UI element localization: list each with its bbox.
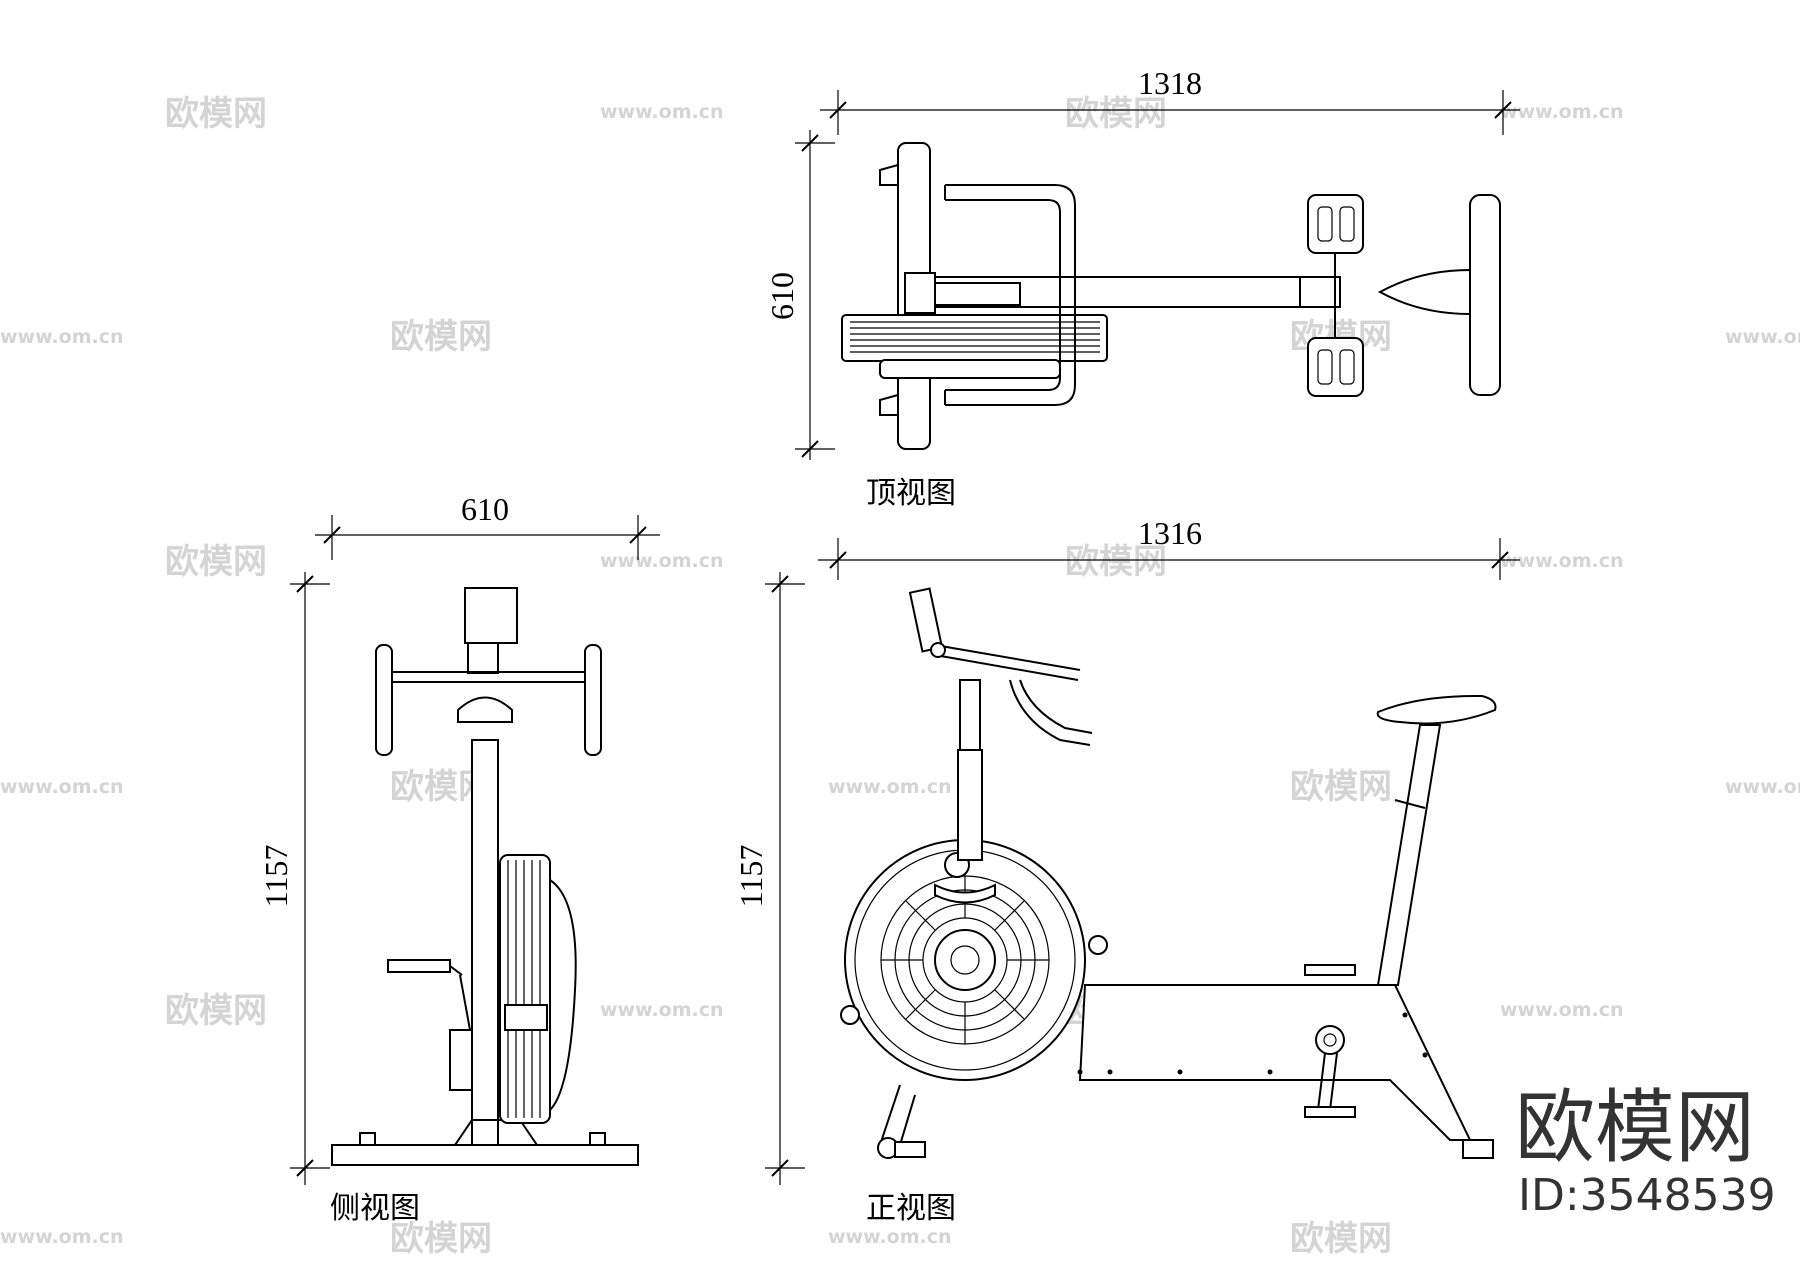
- top-depth-dimension: 610: [764, 130, 835, 460]
- side-pedal: [387, 959, 451, 973]
- side-base: [331, 1144, 639, 1166]
- column-base: [454, 1119, 538, 1146]
- side-height-dimension: 1157: [258, 572, 330, 1185]
- watermark-url: www.om.cn: [600, 999, 724, 1021]
- watermark-url: www.om.cn: [1500, 999, 1624, 1021]
- watermark-url: www.om.cn: [828, 1226, 952, 1248]
- side-fan-clamp: [504, 1004, 548, 1031]
- side-fan-cover: [549, 878, 577, 1113]
- fan-fins: [850, 321, 1100, 353]
- seat-post-clamp: [1299, 276, 1341, 308]
- top-depth-label: 610: [764, 272, 800, 320]
- brand-logo: 欧模网: [1515, 1081, 1755, 1174]
- watermark-url: www.om.cn: [828, 776, 952, 798]
- side-width-label: 610: [461, 491, 509, 527]
- fan-hub: [934, 929, 996, 991]
- handlebar-inner: [945, 199, 1061, 391]
- watermark-text: 欧模网: [1290, 767, 1392, 807]
- saddle: [1376, 694, 1497, 725]
- seat-clamp: [1394, 799, 1426, 809]
- top-view: 1318 610: [764, 65, 1520, 511]
- front-crank-arm: [1317, 1052, 1338, 1111]
- fan-side-knob: [1088, 935, 1108, 955]
- side-console: [464, 587, 518, 644]
- crank-hub: [1315, 1025, 1345, 1055]
- top-width-dimension: 1318: [820, 65, 1520, 135]
- console-pivot: [930, 642, 946, 658]
- side-view-label: 侧视图: [330, 1191, 420, 1226]
- watermark-text: 欧模网: [1065, 94, 1167, 134]
- rear-stabilizer: [1469, 194, 1501, 396]
- front-pedal-low: [1304, 1106, 1356, 1118]
- frame-bolts: [1077, 1012, 1428, 1075]
- side-width-dimension: 610: [315, 491, 660, 560]
- front-console: [908, 587, 944, 653]
- side-belt-guard: [449, 1029, 473, 1091]
- front-view-label: 正视图: [866, 1191, 956, 1226]
- side-height-label: 1157: [258, 845, 294, 908]
- top-view-label: 顶视图: [866, 476, 956, 511]
- console-neck: [467, 642, 499, 674]
- front-height-label: 1157: [733, 845, 769, 908]
- watermark-text: 欧模网: [390, 1219, 492, 1259]
- handlebar-loop: [945, 184, 1076, 406]
- watermark-url: www.om.cn: [1725, 776, 1800, 798]
- watermark-url: www.om.cn: [1725, 326, 1800, 348]
- upper-handlebar: [934, 644, 1081, 681]
- seat-post: [1376, 724, 1442, 986]
- watermark-text: 欧模网: [165, 542, 267, 582]
- main-frame: [1078, 984, 1472, 1141]
- console-block: [904, 272, 936, 314]
- front-leg: [878, 1084, 916, 1146]
- side-fan-fins: [507, 860, 541, 1118]
- side-grip-right: [584, 644, 602, 756]
- front-width-dimension: 1316: [818, 515, 1520, 580]
- watermark-url: www.om.cn: [0, 776, 124, 798]
- handlebar-sleeve: [957, 749, 983, 861]
- watermark-text: 欧模网: [165, 94, 267, 134]
- foot-caps: [879, 163, 899, 416]
- front-view: 1316 1157: [733, 515, 1520, 1226]
- watermark-text: 欧模网: [390, 317, 492, 357]
- side-feet: [359, 1132, 606, 1145]
- side-view: 610 1157: [258, 491, 660, 1226]
- top-width-label: 1318: [1138, 65, 1202, 101]
- front-pedal-high: [1304, 964, 1356, 976]
- brand-id: ID:3548539: [1518, 1170, 1776, 1221]
- fan-side-knob: [840, 1005, 860, 1025]
- brand-block: 欧模网 ID:3548539: [1515, 1081, 1776, 1221]
- handle-pivot: [457, 696, 513, 723]
- front-foot: [894, 1141, 926, 1158]
- fan-grab-handle: [934, 883, 996, 904]
- watermark-text: 欧模网: [165, 991, 267, 1031]
- watermark-url: www.om.cn: [1500, 101, 1624, 123]
- resistance-box: [934, 282, 1021, 306]
- watermark-url: www.om.cn: [600, 101, 724, 123]
- side-column: [471, 739, 499, 1146]
- pedal-right: [1307, 337, 1364, 397]
- watermark-text: 欧模网: [1065, 542, 1167, 582]
- front-height-dimension: 1157: [733, 572, 805, 1185]
- watermark-url: www.om.cn: [600, 550, 724, 572]
- watermark-text: 欧模网: [1290, 1219, 1392, 1259]
- lower-grip: [1009, 679, 1093, 746]
- rear-foot: [1462, 1139, 1494, 1159]
- watermark-url: www.om.cn: [0, 326, 124, 348]
- watermark-url: www.om.cn: [0, 1226, 124, 1248]
- fan-lower-guard: [879, 359, 1061, 379]
- watermark-layer: 欧模网 www.om.cn 欧模网 www.om.cn www.om.cn 欧模…: [0, 94, 1800, 1259]
- side-grip-left: [375, 644, 393, 756]
- front-width-label: 1316: [1138, 515, 1202, 551]
- watermark-url: www.om.cn: [1500, 550, 1624, 572]
- pedal-left: [1307, 194, 1364, 254]
